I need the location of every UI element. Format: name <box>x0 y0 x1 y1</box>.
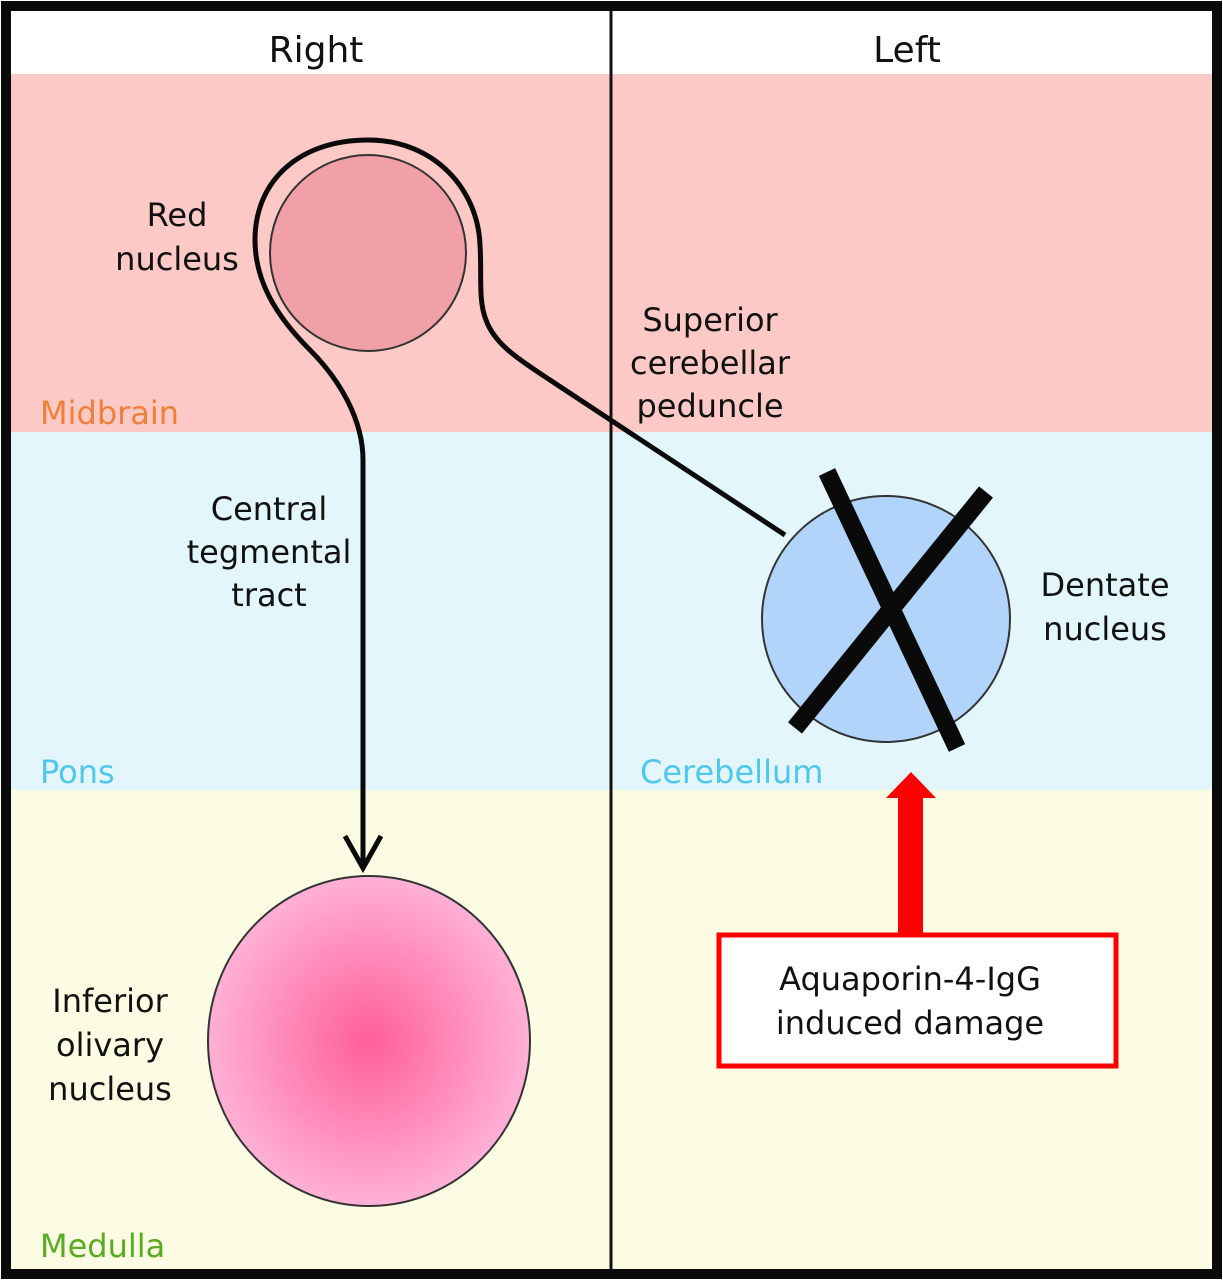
damage-cross-icon <box>788 468 993 752</box>
damage-box-line-1: Aquaporin-4-IgG <box>779 960 1041 998</box>
red-nucleus-label-line-1: Red <box>147 196 208 234</box>
olive-label-line-2: olivary <box>56 1026 164 1064</box>
region-label-cerebellum: Cerebellum <box>640 753 823 791</box>
damage-arrow-icon <box>886 772 936 936</box>
arrowhead-to-olive-icon <box>342 834 384 874</box>
region-label-pons: Pons <box>40 753 115 791</box>
olive-label-line-1: Inferior <box>52 982 168 1020</box>
column-header-right: Right <box>269 30 364 71</box>
scp-label-line-1: Superior <box>642 301 778 339</box>
ctt-label-line-1: Central <box>211 490 328 528</box>
red-nucleus-label-line-2: nucleus <box>115 240 239 278</box>
dentate-label-line-2: nucleus <box>1043 610 1167 648</box>
damage-box-line-2: induced damage <box>776 1004 1044 1042</box>
damage-arrow-shaft <box>898 796 923 936</box>
region-label-midbrain: Midbrain <box>40 394 179 432</box>
red-nucleus-circle <box>269 154 467 352</box>
ctt-label-line-2: tegmental <box>187 533 352 571</box>
region-label-medulla: Medulla <box>40 1227 165 1265</box>
fiber-tract-path <box>252 137 787 840</box>
olive-label-line-3: nucleus <box>48 1070 172 1108</box>
inferior-olivary-nucleus-circle <box>207 875 531 1207</box>
ctt-label-line-3: tract <box>231 576 306 614</box>
damage-box <box>716 932 1119 1069</box>
dentate-label-line-1: Dentate <box>1041 566 1170 604</box>
damage-arrow-head <box>886 772 936 798</box>
damage-cross-stroke-2 <box>788 486 993 734</box>
scp-label-line-3: peduncle <box>636 387 783 425</box>
scp-label-line-2: cerebellar <box>630 344 791 382</box>
column-header-left: Left <box>873 30 941 71</box>
